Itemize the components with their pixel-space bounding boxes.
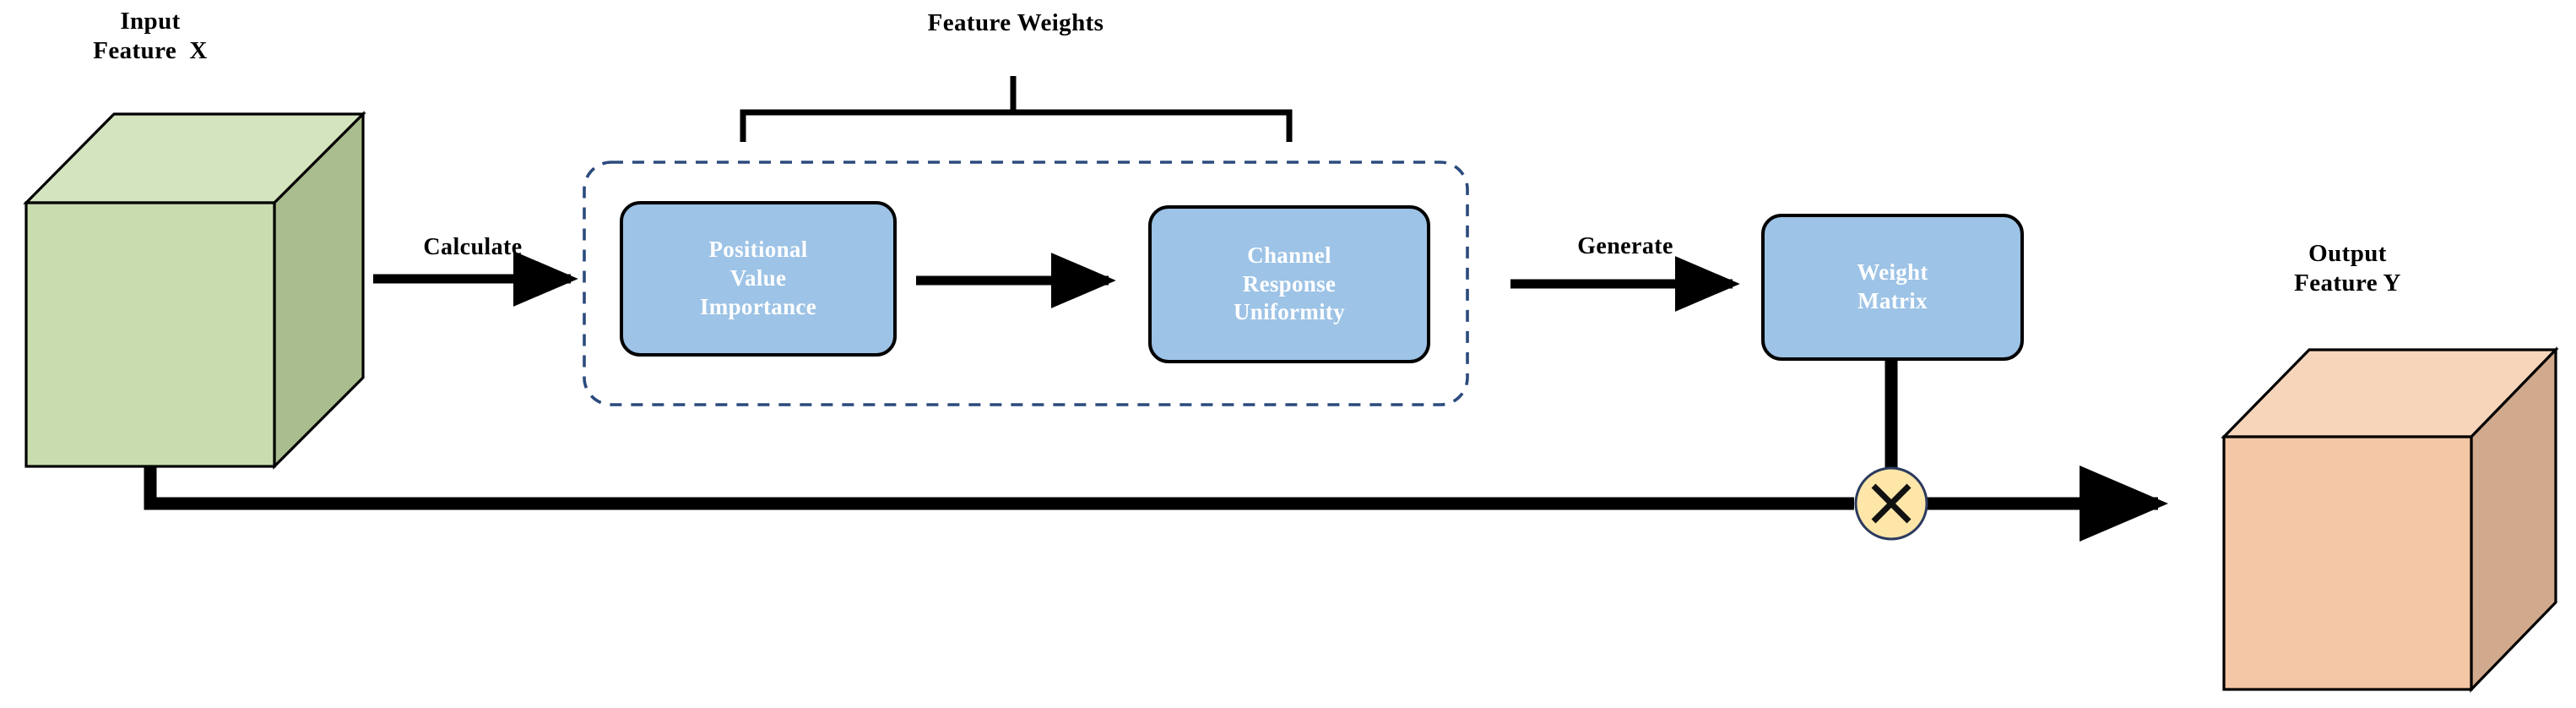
multiply-icon	[1871, 483, 1912, 524]
weight-matrix-box-shape[interactable]	[1761, 214, 2024, 361]
feature-weights-label: Feature Weights	[927, 9, 1104, 36]
input-feature-cube	[23, 111, 366, 470]
calculate-label: Calculate	[423, 234, 523, 260]
pvi-box-shape[interactable]	[620, 201, 897, 357]
input-feature-label: Input Feature X	[93, 8, 208, 65]
multiply-operator[interactable]	[1854, 466, 1928, 541]
input-cube-front-face	[24, 201, 276, 468]
output-cube-front-face	[2222, 435, 2473, 691]
output-feature-label: Output Feature Y	[2294, 240, 2401, 297]
positional-value-importance-box[interactable]	[620, 201, 897, 357]
input-to-multiply-path	[144, 466, 1854, 510]
weight-matrix-box[interactable]	[1761, 214, 2024, 361]
output-feature-cube	[2221, 346, 2559, 693]
cru-box-shape[interactable]	[1148, 205, 1430, 363]
channel-response-uniformity-box[interactable]	[1148, 205, 1430, 363]
feature-weights-brace	[740, 76, 1293, 142]
generate-label: Generate	[1577, 233, 1673, 259]
